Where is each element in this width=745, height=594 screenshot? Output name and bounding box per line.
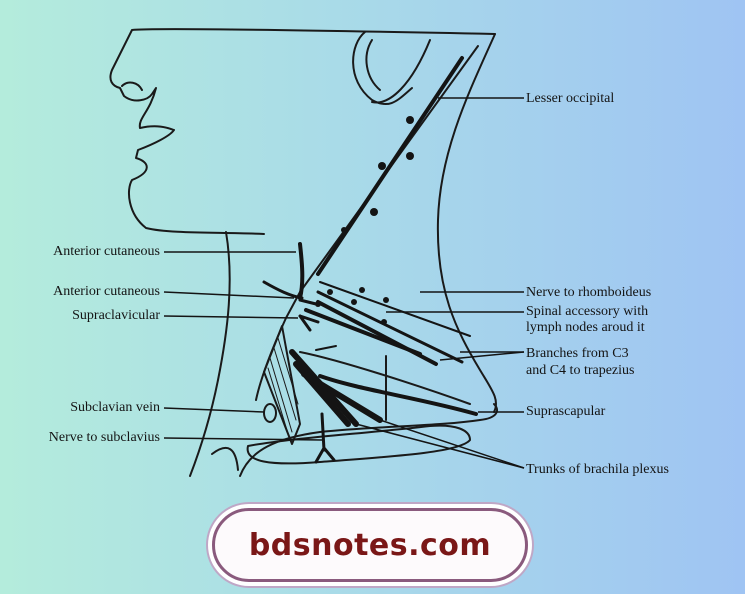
jaw-line [371,39,431,104]
leader-supraclavicular [163,315,299,319]
label-trunks-brachial-plexus: Trunks of brachila plexus [526,462,669,477]
shoulder-outline [239,403,498,477]
front-of-neck-outline [189,231,231,477]
suprascapular-nerve [318,374,478,416]
label-anterior-cutaneous-1: Anterior cutaneous [53,244,160,259]
lymph-node [378,162,386,170]
leader-branches-c3-1 [439,351,525,361]
ear-outline [352,31,413,106]
leader-nerve-to-subclavius [163,437,323,441]
label-branches-c3-line2: and C4 to trapezius [526,363,635,378]
lesser-occipital-nerve [316,56,464,276]
leader-subclavian-vein [163,407,265,413]
label-supraclavicular: Supraclavicular [72,308,160,323]
nerve-to-subclavius-stem [314,412,336,464]
lymph-node [406,116,414,124]
label-anterior-cutaneous-2: Anterior cutaneous [53,284,160,299]
label-nerve-to-subclavius: Nerve to subclavius [48,430,160,445]
face-profile-outline [109,28,496,235]
c3-c4-branch-2 [304,308,422,356]
nerve-to-rhomboideus [319,281,471,337]
brachial-trunk-3 [301,371,383,423]
lower-branch [315,345,337,351]
sternocleidomastoid-border [255,45,479,401]
supraclavicular-nerve [298,298,320,332]
label-spinal-accessory-line1: Spinal accessory with [526,304,649,319]
scalene-hatch [267,337,299,441]
lymph-node [406,152,414,160]
anterior-cutaneous-branch [262,280,304,300]
label-branches-c3-line1: Branches from C3 [526,346,629,361]
subclavian-vein-shape [263,403,277,423]
label-suprascapular: Suprascapular [526,404,606,419]
watermark-text: bdsnotes.com [248,527,492,563]
clavicle-outline [246,424,471,465]
spinal-accessory-nerve [316,290,464,364]
lymph-node [381,319,387,325]
neck-front-lower [211,446,239,471]
leader-trunks-2 [379,419,525,469]
anterior-cutaneous-nerve [298,242,305,300]
lymph-node [341,227,347,233]
watermark-badge: bdsnotes.com [212,508,528,582]
lymph-node [383,297,389,303]
label-subclavian-vein: Subclavian vein [70,400,160,415]
lymph-node [315,301,321,307]
lymph-node [351,299,357,305]
label-spinal-accessory-line2: lymph nodes aroud it [526,320,645,335]
scalene-muscle-outline [263,325,301,445]
label-lesser-occipital: Lesser occipital [526,91,615,106]
lymph-node [359,287,365,293]
ear-inner [365,39,381,91]
lymph-node [327,289,333,295]
label-nerve-to-rhomboideus: Nerve to rhomboideus [526,285,652,300]
leader-anterior-cutaneous-2 [163,291,295,299]
scapula-outline [299,351,471,421]
nostril-outline [121,81,143,91]
lymph-node [370,208,378,216]
leader-trunks-1 [355,423,525,469]
back-of-neck-outline [436,33,498,413]
